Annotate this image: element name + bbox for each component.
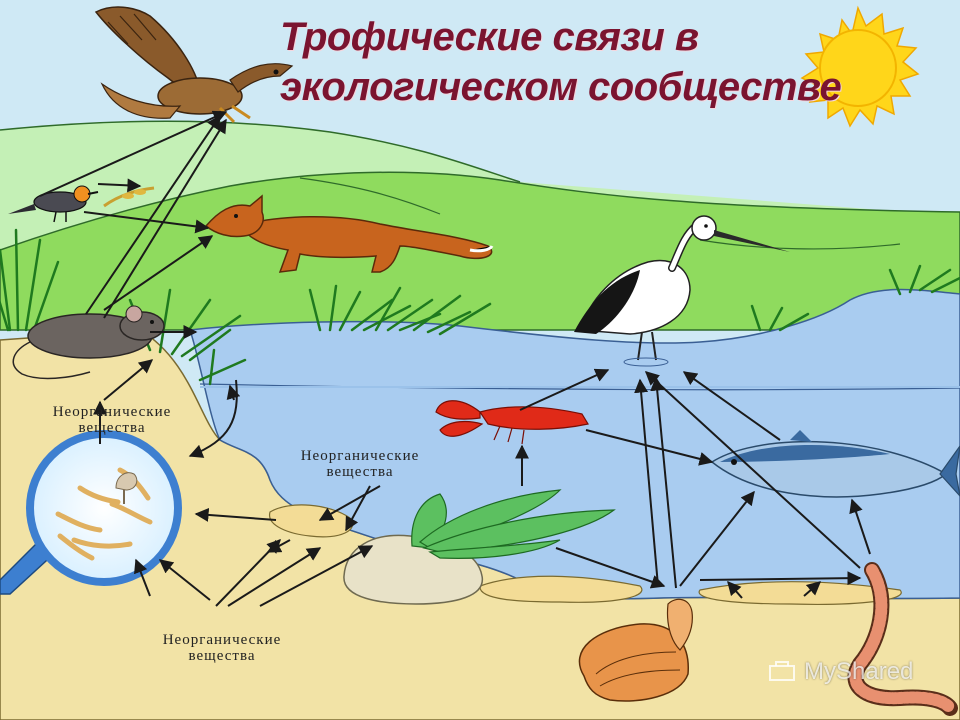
watermark: MyShared: [804, 658, 914, 685]
trophic-arrow: [227, 547, 322, 607]
water-deep: [200, 386, 960, 388]
trophic-arrow: [103, 235, 214, 311]
inorganic-label-bottom: Неорганические вещества: [162, 632, 282, 664]
songbird-icon: [8, 185, 99, 223]
trophic-arrow: [699, 571, 862, 586]
trophic-arrow: [103, 359, 154, 401]
inorganic-label-left: Неорганические вещества: [52, 404, 172, 436]
fish-icon: [710, 430, 960, 498]
inorganic-label-middle: Неорганические вещества: [300, 448, 420, 480]
clam-icon: [578, 598, 693, 702]
stork-icon: [574, 215, 790, 367]
trophic-arrow: [97, 178, 142, 193]
trophic-arrow: [188, 379, 238, 458]
trophic-arrow: [158, 559, 211, 601]
trophic-arrow: [555, 547, 666, 589]
trophic-arrow: [650, 376, 677, 589]
trophic-arrow: [727, 580, 743, 599]
page-title: Трофические связи в экологическом сообще…: [280, 15, 842, 109]
trophic-arrows: [39, 110, 871, 607]
worm-icon: [847, 562, 958, 716]
magnifier-icon: [0, 430, 182, 595]
trophic-arrow: [644, 371, 861, 569]
trophic-arrow: [103, 118, 227, 319]
grass-icon: [0, 228, 960, 386]
far-hill-line: [0, 120, 521, 183]
meadow-ridge: [299, 177, 441, 215]
trophic-arrow: [682, 371, 781, 441]
trophic-arrow: [83, 211, 210, 234]
sun-icon: [800, 5, 920, 128]
trophic-arrow: [194, 507, 277, 522]
trophic-arrow: [134, 558, 151, 597]
water-surface: [199, 383, 960, 391]
watermark-icon: [769, 661, 795, 681]
seaweed-icon: [411, 489, 616, 559]
trophic-arrow: [679, 490, 755, 587]
trophic-arrow: [585, 429, 714, 466]
trophic-arrow: [634, 378, 659, 587]
trophic-arrow: [226, 384, 241, 401]
trophic-arrow: [803, 581, 822, 597]
trophic-arrow: [519, 368, 610, 411]
trophic-arrow: [39, 110, 228, 197]
trophic-arrow: [259, 545, 374, 607]
crayfish-icon: [435, 400, 589, 445]
trophic-arrow: [215, 538, 281, 607]
meadow-ridge-2: [699, 239, 901, 250]
trophic-arrow: [318, 485, 381, 521]
trophic-arrow: [849, 498, 871, 555]
fox-icon: [204, 194, 494, 273]
trophic-arrow: [85, 114, 221, 315]
